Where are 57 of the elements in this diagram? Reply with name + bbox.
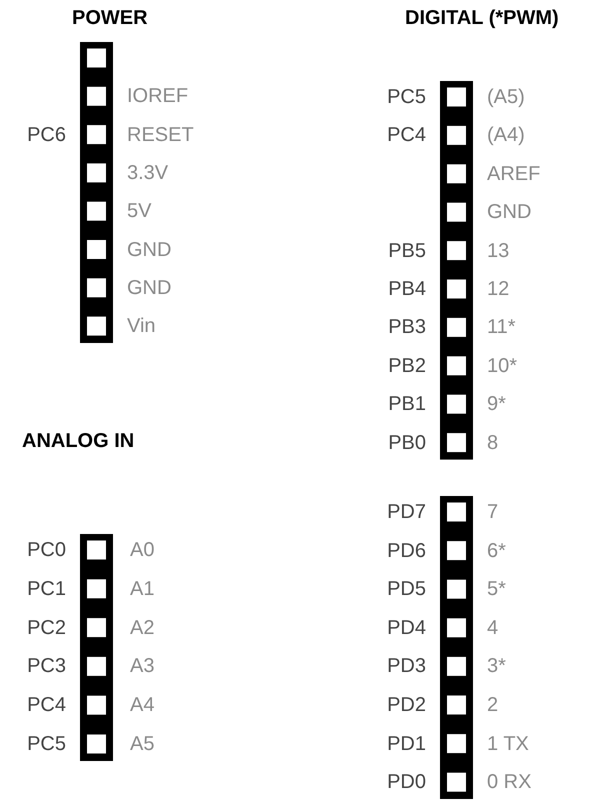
pin-port-label: PB4 bbox=[388, 277, 426, 301]
pin-port-label: PB3 bbox=[388, 315, 426, 340]
section-heading: ANALOG IN bbox=[22, 429, 134, 453]
pin-function-label: GND bbox=[487, 200, 532, 224]
pin-function-label: 12 bbox=[487, 277, 510, 301]
pin-port-label: PD7 bbox=[387, 500, 426, 524]
pin-function-label: A3 bbox=[130, 654, 154, 678]
pin-function-label: 9* bbox=[487, 392, 506, 416]
section-heading: DIGITAL (*PWM) bbox=[405, 6, 559, 30]
pin-port-label: PB5 bbox=[388, 238, 426, 263]
pin-function-label: A4 bbox=[130, 693, 154, 718]
pin-port-label: PB0 bbox=[388, 430, 426, 455]
pin-port-label: PB2 bbox=[388, 354, 426, 378]
pin-function-label: 4 bbox=[487, 616, 498, 640]
pin-port-label: PC5 bbox=[27, 732, 66, 756]
pin-function-label: 2 bbox=[487, 693, 498, 717]
pin-function-label: A0 bbox=[130, 538, 154, 562]
pin-port-label: PC6 bbox=[27, 122, 66, 147]
pin-function-label: Vin bbox=[127, 314, 156, 338]
pin-function-label: GND bbox=[127, 276, 172, 300]
pin-function-label: RESET bbox=[127, 122, 194, 147]
pin-function-label: 6* bbox=[487, 538, 506, 563]
pin-function-label: A1 bbox=[130, 576, 154, 601]
pin-function-label: IOREF bbox=[127, 84, 188, 108]
pin-port-label: PC5 bbox=[387, 85, 426, 109]
pin-port-label: PC2 bbox=[27, 616, 66, 640]
pin-port-label: PD4 bbox=[387, 616, 426, 640]
pin-function-label: 11* bbox=[487, 315, 516, 340]
pin-function-label: A2 bbox=[130, 616, 154, 640]
pin-function-label: 5V bbox=[127, 199, 152, 224]
pin-port-label: PD2 bbox=[387, 693, 426, 717]
pin-function-label: 3.3V bbox=[127, 160, 168, 185]
pin-function-label: 7 bbox=[487, 500, 498, 524]
pin-port-label: PD3 bbox=[387, 654, 426, 678]
pin-port-label: PD1 bbox=[387, 732, 426, 756]
pin-port-label: PC1 bbox=[27, 576, 66, 601]
pin-function-label: 13 bbox=[487, 238, 510, 263]
pin-function-label: AREF bbox=[487, 162, 540, 186]
pin-function-label: 10* bbox=[487, 354, 518, 378]
pin-function-label: 8 bbox=[487, 430, 498, 455]
pin-function-label: 5* bbox=[487, 577, 506, 602]
pin-port-label: PC4 bbox=[27, 693, 66, 718]
pin-function-label: GND bbox=[127, 238, 172, 262]
pin-port-label: PD6 bbox=[387, 538, 426, 563]
pin-port-label: PB1 bbox=[388, 392, 426, 416]
section-heading: POWER bbox=[72, 6, 148, 30]
pin-function-label: 1 TX bbox=[487, 732, 529, 756]
pin-port-label: PC3 bbox=[27, 654, 66, 678]
pin-port-label: PD0 bbox=[387, 770, 426, 794]
pin-function-label: 3* bbox=[487, 654, 506, 678]
pin-port-label: PD5 bbox=[387, 577, 426, 602]
pin-function-label: A5 bbox=[130, 732, 154, 756]
pin-port-label: PC4 bbox=[387, 123, 426, 148]
pin-function-label: 0 RX bbox=[487, 770, 532, 794]
pin-port-label: PC0 bbox=[27, 538, 66, 562]
pin-function-label: (A5) bbox=[487, 85, 525, 109]
pin-function-label: (A4) bbox=[487, 123, 525, 148]
